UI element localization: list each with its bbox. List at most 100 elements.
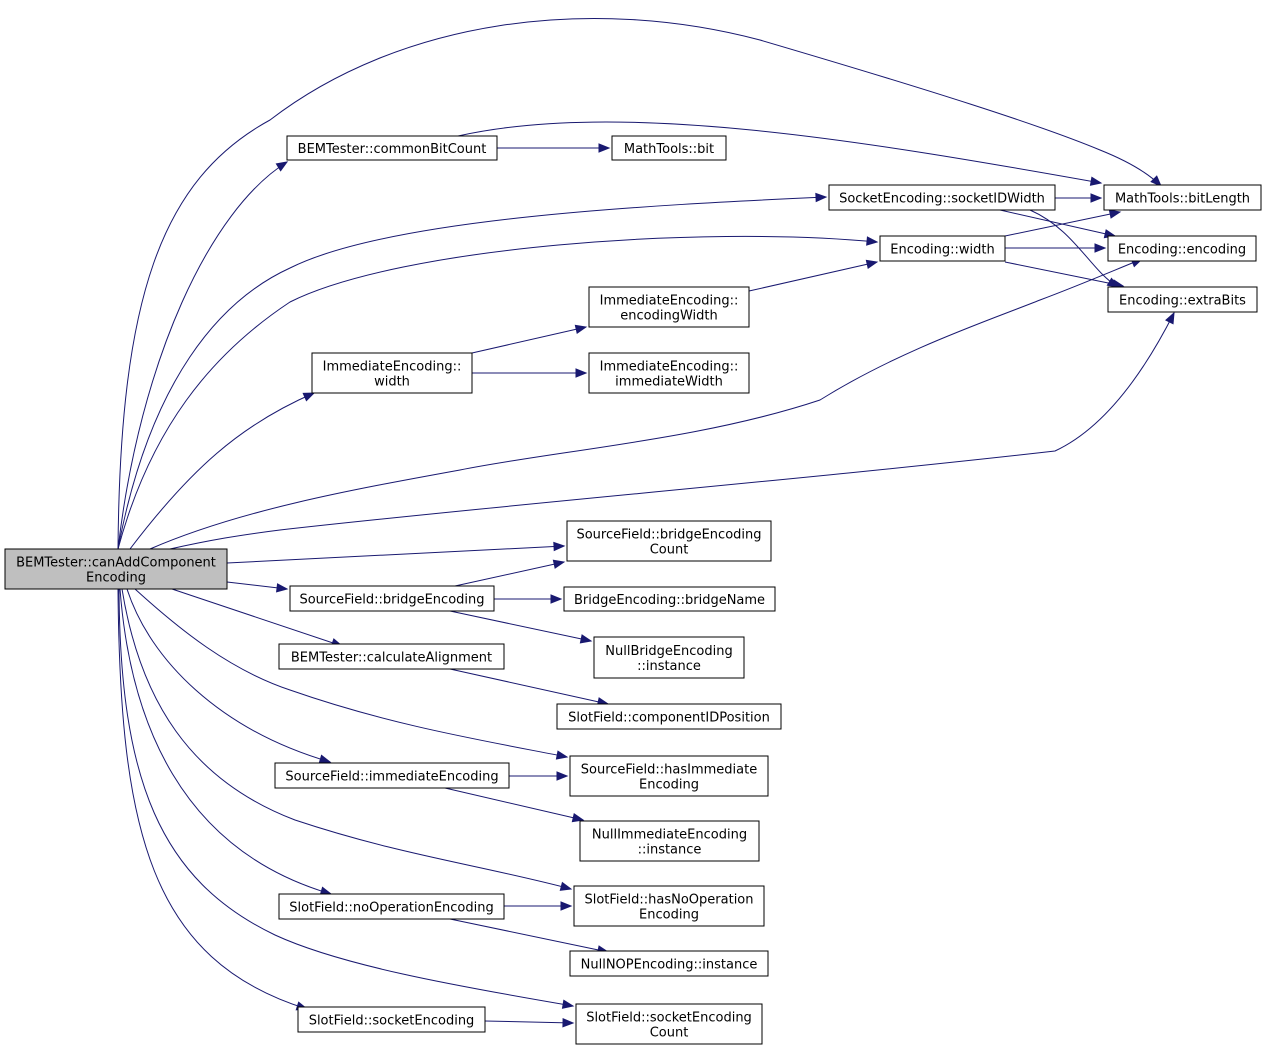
node-label: immediateWidth [615,375,723,390]
edge-commonBitCount-to-bitLength [457,121,1103,186]
arrowhead-icon [815,192,828,203]
edge-line [1004,211,1121,237]
node-box [1103,184,1262,211]
node-label: SourceField::hasImmediate [581,763,757,778]
edge-immEnc-to-nullImm [444,787,585,823]
arrowhead-icon [553,541,566,552]
node-label: Count [650,1026,689,1041]
arrowhead-icon [561,999,575,1009]
edge-line [1029,209,1119,288]
edge-line [121,588,572,890]
edge-root-to-encWidth [117,235,879,550]
nodes-layer: BEMTester::canAddComponentEncodingBEMTes… [4,135,1262,1045]
node-label: NullImmediateEncoding [592,828,747,843]
edge-line [226,545,565,564]
arrowhead-icon [550,594,563,604]
edge-line [444,787,584,821]
node-box [278,893,505,920]
node-socketIDWidth[interactable]: SocketEncoding::socketIDWidth [828,184,1056,211]
node-box [593,636,745,679]
node-label: NullBridgeEncoding [605,644,732,659]
arrowhead-icon [559,881,573,891]
node-label: BEMTester::canAddComponent [16,556,216,571]
node-label: encodingWidth [620,309,717,324]
arrowhead-icon [1108,209,1122,219]
arrowhead-icon [302,392,316,402]
node-bridgeName[interactable]: BridgeEncoding::bridgeName [563,586,776,612]
node-compIDPos[interactable]: SlotField::componentIDPosition [556,703,782,730]
node-label: SlotField::componentIDPosition [568,711,770,726]
node-commonBitCount[interactable]: BEMTester::commonBitCount [286,135,498,161]
node-nullBridge[interactable]: NullBridgeEncoding::instance [593,636,745,679]
node-label: Encoding [86,571,146,586]
node-mathBit[interactable]: MathTools::bit [611,135,727,161]
node-encWidth[interactable]: Encoding::width [879,235,1006,262]
node-immImmWidth[interactable]: ImmediateEncoding::immediateWidth [588,352,750,394]
edge-commonBitCount-to-mathBit [497,143,611,153]
node-encoding[interactable]: Encoding::encoding [1107,235,1257,262]
node-box [4,548,228,590]
edge-root-to-bridgeEncCount [226,541,566,564]
edge-root-to-noOpEnc [119,588,333,896]
arrowhead-icon [579,634,593,644]
edge-line [454,561,565,587]
node-label: SourceField::immediateEncoding [285,770,498,785]
node-box [1107,286,1258,313]
node-label: Encoding [639,908,699,923]
node-box [611,135,727,161]
arrowhead-icon [562,1018,575,1028]
node-label: ImmediateEncoding:: [600,360,739,375]
node-label: ImmediateEncoding:: [600,294,739,309]
node-nullNOP[interactable]: NullNOPEncoding::instance [569,950,769,977]
node-bridgeEnc[interactable]: SourceField::bridgeEncoding [289,585,495,612]
edge-root-to-immWidth [129,392,316,550]
node-immEncWidth[interactable]: ImmediateEncoding::encodingWidth [588,286,750,328]
edge-line [748,261,878,292]
edge-socketIDWidth-to-bitLength [1055,193,1103,203]
edge-line [999,209,1116,237]
node-label: Encoding::width [890,243,995,258]
arrowhead-icon [552,559,566,569]
edge-root-to-immEnc [126,588,332,764]
node-label: SocketEncoding::socketIDWidth [839,192,1045,207]
arrowhead-icon [571,813,585,823]
node-noOpEnc[interactable]: SlotField::noOperationEncoding [278,893,505,920]
node-box [278,643,505,670]
node-label: ::instance [637,659,701,674]
arrowhead-icon [866,236,879,246]
arrowhead-icon [1089,176,1103,186]
node-calcAlign[interactable]: BEMTester::calculateAlignment [278,643,505,670]
node-box [274,762,510,789]
node-label: Count [650,543,689,558]
edge-root-to-hasNoOp [121,588,573,891]
node-immEnc[interactable]: SourceField::immediateEncoding [274,762,510,789]
edge-line [117,588,308,1010]
node-label: SlotField::socketEncoding [309,1014,475,1029]
edge-immEncWidth-to-encWidth [748,259,879,292]
edge-immWidth-to-immEncWidth [471,324,588,354]
arrowhead-icon [865,259,879,269]
edge-bridgeEnc-to-bridgeEncCount [454,559,566,587]
edge-line [119,588,332,895]
node-label: SourceField::bridgeEncoding [299,593,484,608]
edge-line [118,588,574,1007]
node-socketEnc[interactable]: SlotField::socketEncoding [297,1006,486,1033]
node-box [297,1006,486,1033]
node-extraBits[interactable]: Encoding::extraBits [1107,286,1258,313]
node-bitLength[interactable]: MathTools::bitLength [1103,184,1262,211]
arrowhead-icon [1150,175,1162,187]
node-nullImm[interactable]: NullImmediateEncoding::instance [579,820,760,862]
node-box [573,885,765,927]
arrowhead-icon [574,324,588,334]
node-box [566,520,772,562]
edge-line [449,610,592,642]
node-label: SourceField::bridgeEncoding [576,528,761,543]
node-immWidth[interactable]: ImmediateEncoding::width [311,352,473,394]
edge-encWidth-to-encoding [1005,243,1107,253]
